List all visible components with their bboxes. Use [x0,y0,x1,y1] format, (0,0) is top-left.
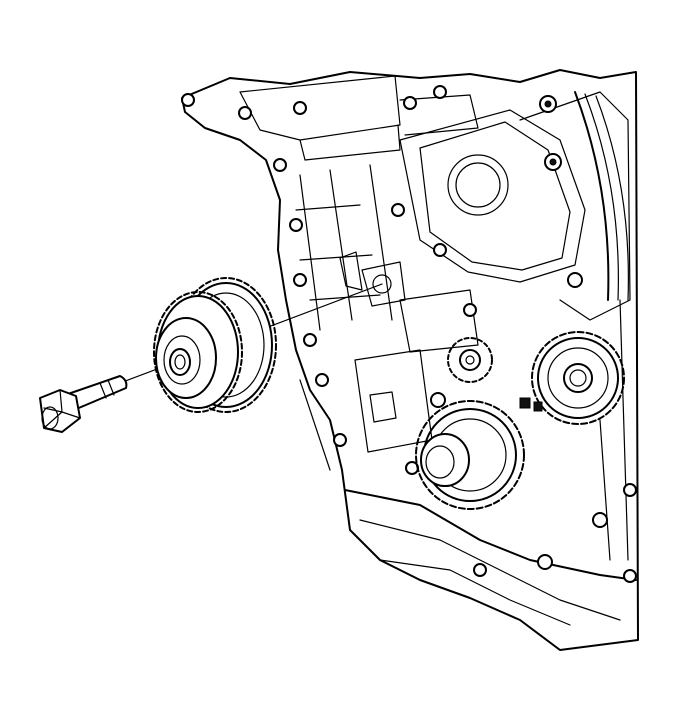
cam-sprocket-assembly [153,277,277,413]
crankshaft-sprocket [415,400,525,510]
timing-chain-guide [574,91,629,301]
block-fastener-holes [181,85,637,583]
alignment-marks [519,397,543,412]
sprocket-bolt [39,375,128,433]
idler-sprocket [531,331,625,425]
tensioner-sprocket [430,337,493,408]
engine-block-front [181,69,639,651]
